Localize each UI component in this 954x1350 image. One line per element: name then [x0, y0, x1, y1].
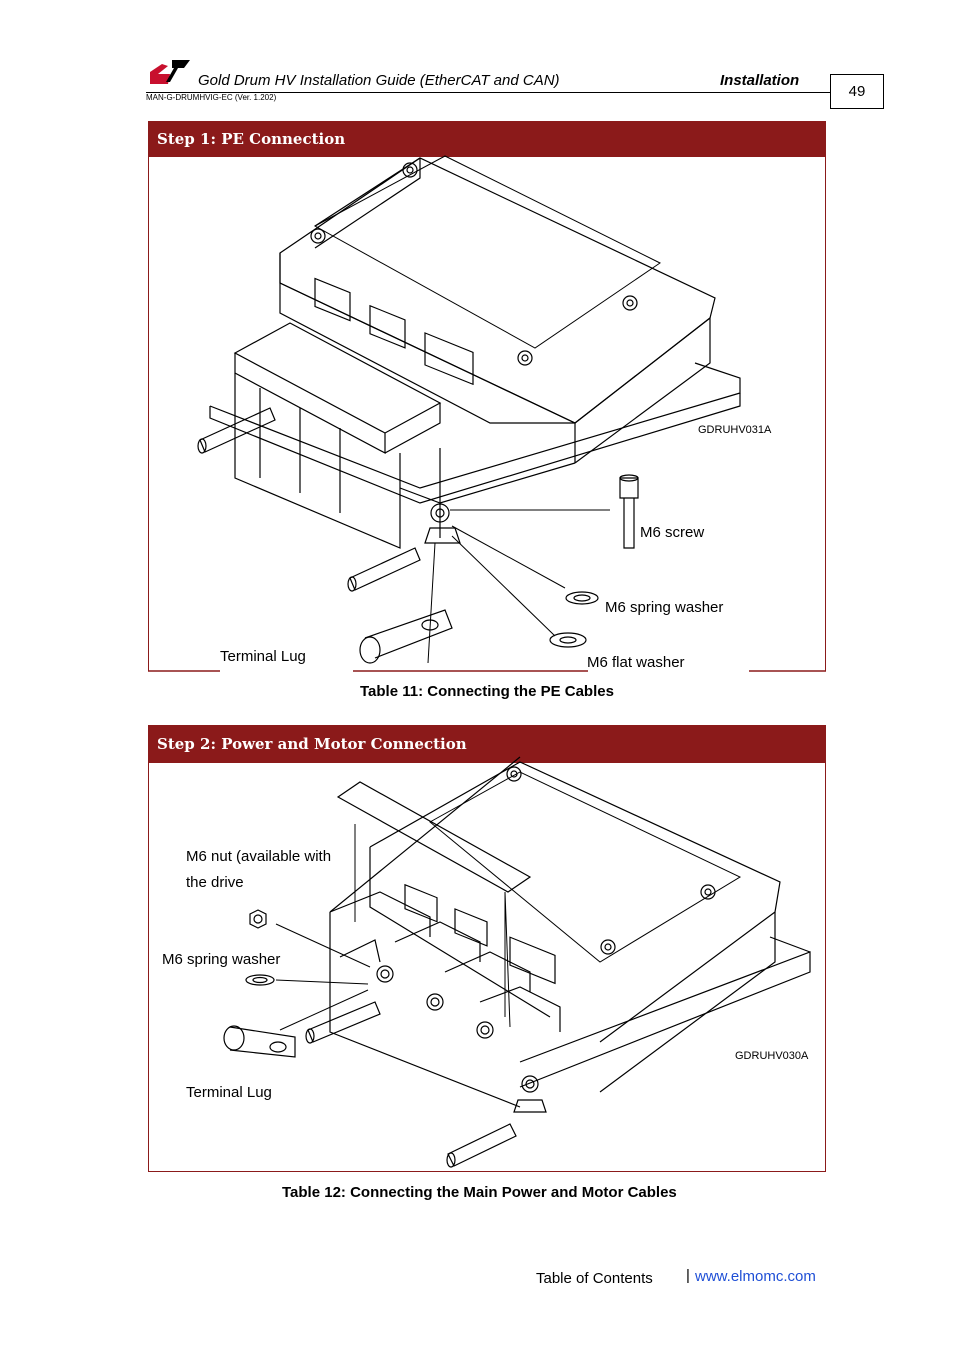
- step1-title: Step 1: PE Connection: [157, 130, 346, 148]
- document-version: MAN-G-DRUMHVIG-EC (Ver. 1.202): [146, 93, 277, 102]
- label-terminal-lug: Terminal Lug: [220, 648, 306, 665]
- label-m6-screw: M6 screw: [640, 524, 705, 541]
- label-m6-nut-line1: M6 nut (available with: [186, 848, 332, 865]
- header-rule: [146, 92, 830, 93]
- footer-separator: |: [686, 1267, 690, 1284]
- step2-drawing-code: GDRUHV030A: [735, 1050, 809, 1062]
- power-motor-connection-drawing: [223, 756, 811, 1168]
- table11-caption: Table 11: Connecting the PE Cables: [360, 683, 614, 700]
- document-title: Gold Drum HV Installation Guide (EtherCA…: [198, 72, 560, 89]
- elmo-logo-icon: [150, 60, 190, 84]
- step2-title-bar: Step 2: Power and Motor Connection: [148, 725, 826, 762]
- label-m6-flat-washer: M6 flat washer: [587, 654, 685, 671]
- step1-title-bar: Step 1: PE Connection: [148, 121, 826, 157]
- label-m6-spring-washer: M6 spring washer: [605, 599, 724, 616]
- step2-frame: [148, 762, 826, 1172]
- label-terminal-lug-2: Terminal Lug: [186, 1084, 272, 1101]
- table-of-contents-link[interactable]: Table of Contents: [536, 1270, 653, 1287]
- section-name: Installation: [720, 72, 800, 89]
- label-m6-nut-line2: the drive: [186, 874, 244, 891]
- page-number: 49: [830, 74, 884, 109]
- website-link[interactable]: www.elmomc.com: [695, 1268, 816, 1285]
- table12-caption: Table 12: Connecting the Main Power and …: [282, 1184, 677, 1201]
- step1-frame: [148, 157, 826, 672]
- label-m6-spring-washer-2: M6 spring washer: [162, 951, 281, 968]
- pe-connection-drawing: [197, 155, 741, 664]
- step1-drawing-code: GDRUHV031A: [698, 424, 772, 436]
- step2-title: Step 2: Power and Motor Connection: [157, 734, 467, 753]
